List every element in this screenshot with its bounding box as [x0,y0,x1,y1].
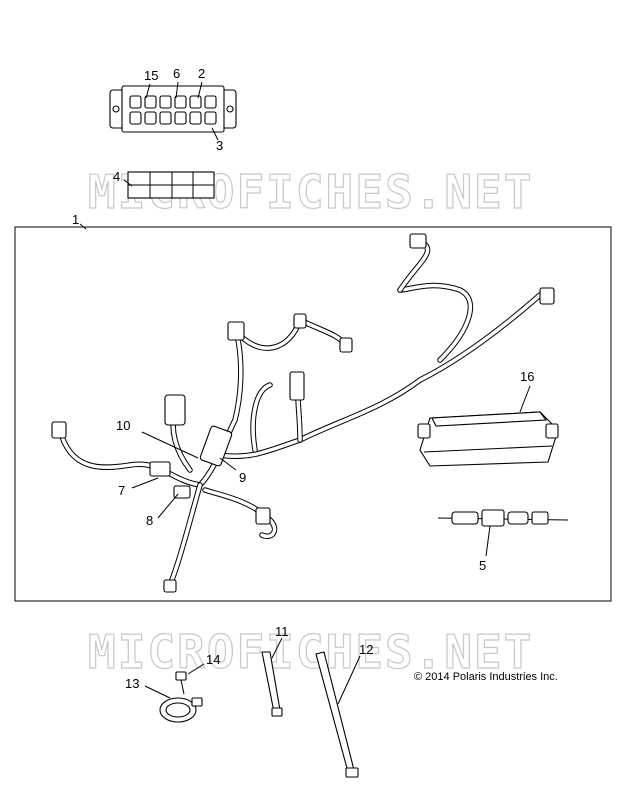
harness-frame [14,226,612,602]
screw-part[interactable] [175,671,187,695]
connector-pin [144,95,157,109]
callout-1: 1 [72,212,79,227]
label-decal-part[interactable] [127,171,215,199]
connector-block-part[interactable] [109,85,237,133]
callout-10: 10 [116,418,130,433]
connector-pin [189,95,202,109]
control-module-part[interactable] [417,411,559,467]
callout-4: 4 [113,169,120,184]
connector-pin [204,95,217,109]
callout-14: 14 [206,652,220,667]
connector-pin [174,95,187,109]
callout-9: 9 [239,470,246,485]
callout-8: 8 [146,513,153,528]
cable-tie-long-part[interactable] [315,651,359,778]
callout-2: 2 [198,66,205,81]
callout-13: 13 [125,676,139,691]
connector-pin [204,111,217,125]
copyright-notice: © 2014 Polaris Industries Inc. [414,671,558,683]
connector-pin [159,95,172,109]
callout-16: 16 [520,369,534,384]
callout-15: 15 [144,68,158,83]
callout-11: 11 [275,624,289,639]
wiring-harness-part[interactable] [51,233,555,593]
callout-6: 6 [173,66,180,81]
callout-12: 12 [359,642,373,657]
connector-pin [144,111,157,125]
connector-pin [174,111,187,125]
callout-5: 5 [479,558,486,573]
connector-pin [129,111,142,125]
clamp-part[interactable] [159,697,203,723]
cable-tie-short-part[interactable] [261,651,283,717]
inline-connector-part[interactable] [437,509,569,527]
watermark-bottom: MICROFICHES.NET [88,625,533,679]
callout-3: 3 [216,138,223,153]
connector-pin [189,111,202,125]
connector-pin [129,95,142,109]
connector-pin [159,111,172,125]
callout-7: 7 [118,483,125,498]
